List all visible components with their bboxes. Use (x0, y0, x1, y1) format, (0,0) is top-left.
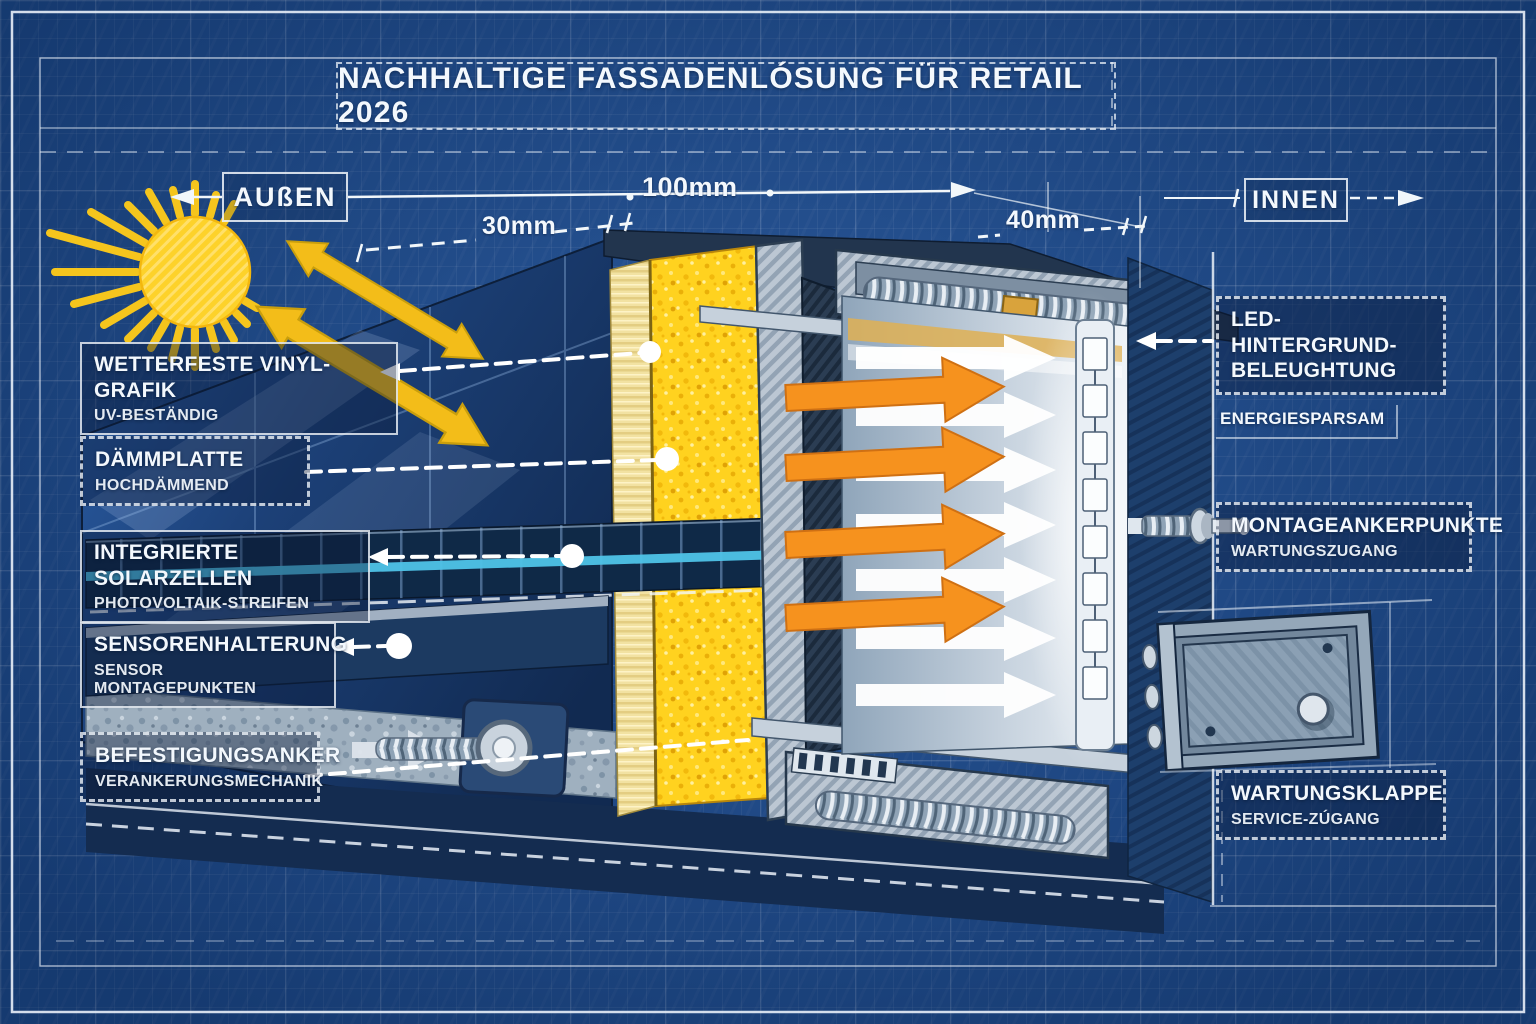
inside-arrowhead (1398, 190, 1424, 206)
callout-subtitle: ENERGIESPARSAM (1216, 404, 1399, 439)
anchor-bolt (352, 698, 570, 798)
callout-subtitle: WARTUNGSZUGANG (1231, 542, 1398, 560)
callout-title: SENSORENHALTERUNG (94, 633, 348, 656)
callout-leaders (304, 332, 1214, 778)
photovoltaic-cyan-stripe (86, 548, 848, 581)
bottom-footing (85, 768, 1165, 934)
page-title: NACHHALTIGE FASSADENLÓSUNG FÜR RETAIL 20… (336, 62, 1116, 130)
hatch-knob (1296, 692, 1330, 726)
inside-label-text: INNEN (1252, 185, 1340, 214)
callout-subtitle: UV-BESTÄNDIG (94, 407, 219, 425)
leader-dot-vinyl (639, 341, 661, 363)
outside-arrowhead (170, 189, 194, 205)
outside-label: AUßEN (222, 172, 348, 222)
dim-30mm: 30mm (482, 212, 557, 240)
solar-strip (85, 515, 849, 609)
callout-daemmplatte: DÄMMPLATTE HOCHDÄMMEND (80, 436, 310, 506)
callout-title: DÄMMPLATTE (95, 448, 244, 471)
bottom-vent-grille (790, 747, 899, 784)
heat-arrows (784, 356, 1006, 644)
led-strip (1075, 319, 1115, 751)
callout-befestigungsanker: BEFESTIGUNGSANKER VERANKERUNGSMECHANIK (80, 732, 341, 802)
mounting-bolt (1128, 507, 1250, 545)
width-arrowhead (951, 182, 976, 198)
callout-vinyl-graphic: WETTERFESTE VINYL-GRAFIK UV-BESTÄNDIG (80, 342, 398, 436)
callout-title: MONTAGEANKERPUNKTE (1231, 514, 1504, 537)
callout-led-beleuchtung: LED-HINTERGRUND-BELEUGHTUNG ENERGIESPARS… (1216, 296, 1452, 439)
leader-dot-daemmplatte (655, 447, 679, 471)
page-title-text: NACHHALTIGE FASSADENLÓSUNG FÜR RETAIL 20… (338, 62, 1083, 129)
leader-dot-sensor (386, 633, 412, 659)
leader-dot-solar (560, 544, 584, 568)
maintenance-hatch (1141, 609, 1380, 772)
hatch-hinge-bar (1156, 622, 1184, 772)
callout-subtitle: SENSOR MONTAGEPUNKTEN (94, 661, 257, 697)
threaded-rod-bottom (814, 790, 1076, 845)
inside-label: INNEN (1244, 178, 1348, 222)
dim-100mm: 100mm (642, 172, 738, 202)
callout-title: INTEGRIERTE SOLARZELLEN (94, 541, 253, 590)
callout-sensorenhalterung: SENSORENHALTERUNG SENSOR MONTAGEPUNKTEN (80, 622, 348, 708)
inner-wall (1127, 252, 1223, 905)
hatch-niche-lines (1157, 599, 1437, 773)
strip-divider-dashes (89, 586, 831, 614)
dimension-lines (170, 62, 1424, 288)
callout-solarzellen: INTEGRIERTE SOLARZELLEN PHOTOVOLTAIK-STR… (80, 530, 370, 624)
callout-subtitle: HOCHDÄMMEND (95, 476, 229, 494)
outside-label-text: AUßEN (233, 181, 337, 212)
callout-subtitle: PHOTOVOLTAIK-STREIFEN (94, 595, 310, 613)
callout-title: BEFESTIGUNGSANKER (95, 744, 341, 767)
callout-title: WARTUNGSKLAPPE (1231, 782, 1443, 805)
callout-title: WETTERFESTE VINYL-GRAFIK (94, 353, 331, 402)
sunlight-reflection-arrows (254, 240, 490, 447)
callout-title: LED-HINTERGRUND-BELEUGHTUNG (1231, 308, 1397, 383)
callout-montageankerpunkte: MONTAGEANKERPUNKTE WARTUNGSZUGANG (1216, 502, 1504, 572)
back-panel (800, 276, 848, 758)
callout-wartungsklappe: WARTUNGSKLAPPE SERVICE-ZÚGANG (1216, 770, 1446, 840)
dim-40mm: 40mm (1006, 206, 1081, 234)
callout-subtitle: VERANKERUNGSMECHANIK (95, 772, 324, 790)
callout-subtitle: SERVICE-ZÚGANG (1231, 810, 1380, 828)
callout-led-title-box: LED-HINTERGRUND-BELEUGHTUNG (1216, 296, 1446, 395)
